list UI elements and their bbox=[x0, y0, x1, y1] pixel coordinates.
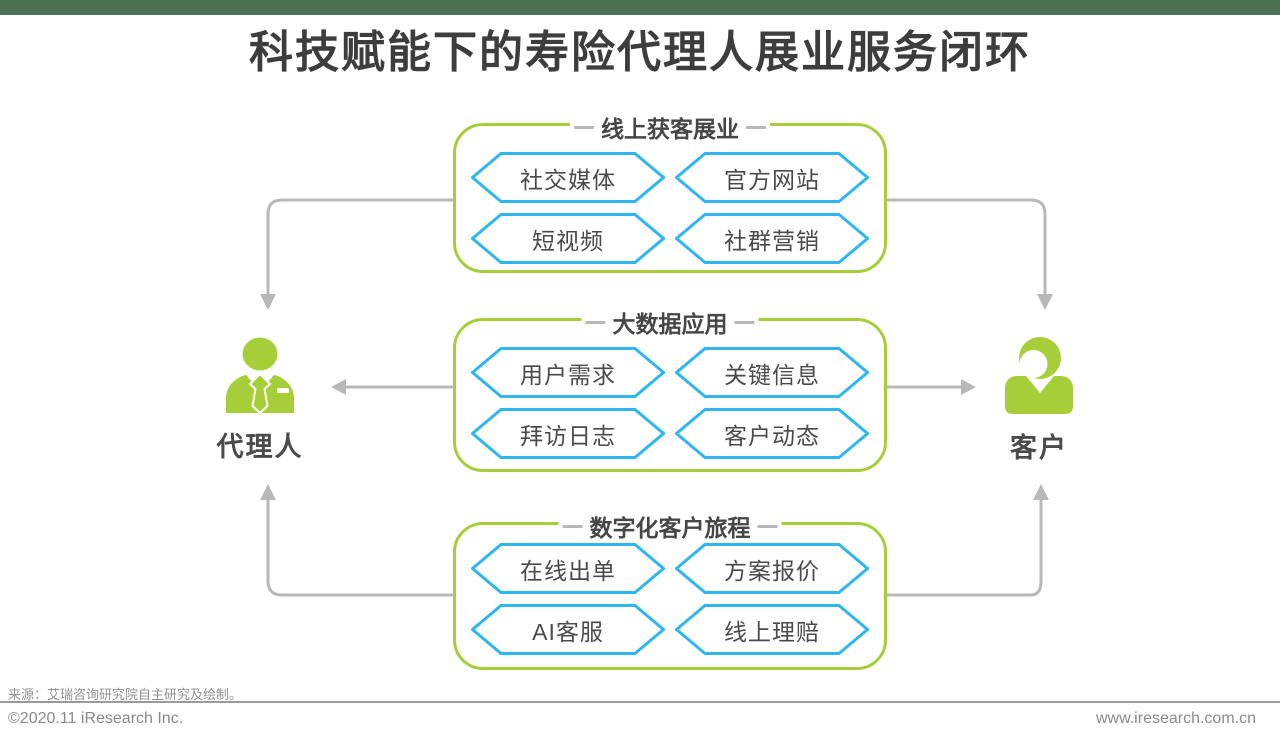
hex-grid-1: 社交媒体 官方网站 短视频 社群营销 bbox=[471, 152, 869, 264]
agent-person-icon bbox=[226, 337, 294, 413]
hex-item-online-claims: 线上理赔 bbox=[675, 604, 869, 655]
hex-item-user-demand: 用户需求 bbox=[471, 347, 665, 398]
group-box-2-label: 大数据应用 bbox=[581, 305, 759, 339]
agent-label: 代理人 bbox=[216, 432, 304, 462]
hex-item-community-marketing: 社群营销 bbox=[675, 213, 869, 264]
arrow-top-to-agent-line bbox=[266, 198, 453, 295]
arrowhead-up-left bbox=[260, 484, 276, 500]
hex-grid-3: 在线出单 方案报价 AI客服 线上理赔 bbox=[471, 543, 869, 655]
group-box-online-acquisition: 线上获客展业 社交媒体 官方网站 短视频 社群营销 bbox=[453, 110, 887, 273]
website-text: www.iresearch.com.cn bbox=[1095, 710, 1256, 727]
hex-item-key-information: 关键信息 bbox=[675, 347, 869, 398]
group-box-digital-journey: 数字化客户旅程 在线出单 方案报价 AI客服 线上理赔 bbox=[453, 509, 887, 670]
label-dash-right bbox=[757, 524, 778, 528]
group-box-big-data: 大数据应用 用户需求 关键信息 拜访日志 客户动态 bbox=[453, 305, 887, 472]
customer-label: 客户 bbox=[1010, 433, 1068, 463]
page-title: 科技赋能下的寿险代理人展业服务闭环 bbox=[249, 28, 1031, 77]
actor-customer: 客户 bbox=[974, 336, 1104, 465]
arrow-bottom-to-agent-line bbox=[266, 499, 453, 597]
arrow-bottom-to-customer-line bbox=[887, 499, 1043, 597]
label-dash-left bbox=[562, 524, 583, 528]
arrowhead-down-left bbox=[260, 294, 276, 310]
arrowhead-right-mid bbox=[961, 379, 976, 395]
footer-divider bbox=[0, 701, 1280, 703]
hex-item-visit-log: 拜访日志 bbox=[471, 408, 665, 459]
actor-agent: 代理人 bbox=[195, 337, 325, 464]
top-green-bar bbox=[0, 0, 1280, 15]
hex-item-short-video: 短视频 bbox=[471, 213, 665, 264]
customer-person-icon bbox=[1005, 337, 1073, 414]
arrow-top-to-customer-line bbox=[887, 198, 1047, 295]
hex-item-official-website: 官方网站 bbox=[675, 152, 869, 203]
arrowhead-down-right bbox=[1037, 294, 1053, 310]
source-note: 来源：艾瑞咨询研究院自主研究及绘制。 bbox=[8, 687, 243, 702]
label-dash-right bbox=[746, 125, 766, 129]
arrowhead-left-mid bbox=[331, 379, 346, 395]
arrowhead-up-right bbox=[1033, 484, 1049, 500]
hex-item-ai-customer-service: AI客服 bbox=[471, 604, 665, 655]
hex-item-customer-activity: 客户动态 bbox=[675, 408, 869, 459]
group-box-3-label: 数字化客户旅程 bbox=[558, 509, 782, 543]
group-box-1-label: 线上获客展业 bbox=[570, 110, 770, 144]
hex-item-social-media: 社交媒体 bbox=[471, 152, 665, 203]
hex-grid-2: 用户需求 关键信息 拜访日志 客户动态 bbox=[471, 347, 869, 459]
label-dash-right bbox=[734, 320, 755, 324]
copyright-text: ©2020.11 iResearch Inc. bbox=[8, 710, 184, 727]
hex-item-online-issuing: 在线出单 bbox=[471, 543, 665, 594]
label-dash-left bbox=[585, 320, 606, 324]
label-dash-left bbox=[574, 125, 594, 129]
hex-item-plan-quotation: 方案报价 bbox=[675, 543, 869, 594]
